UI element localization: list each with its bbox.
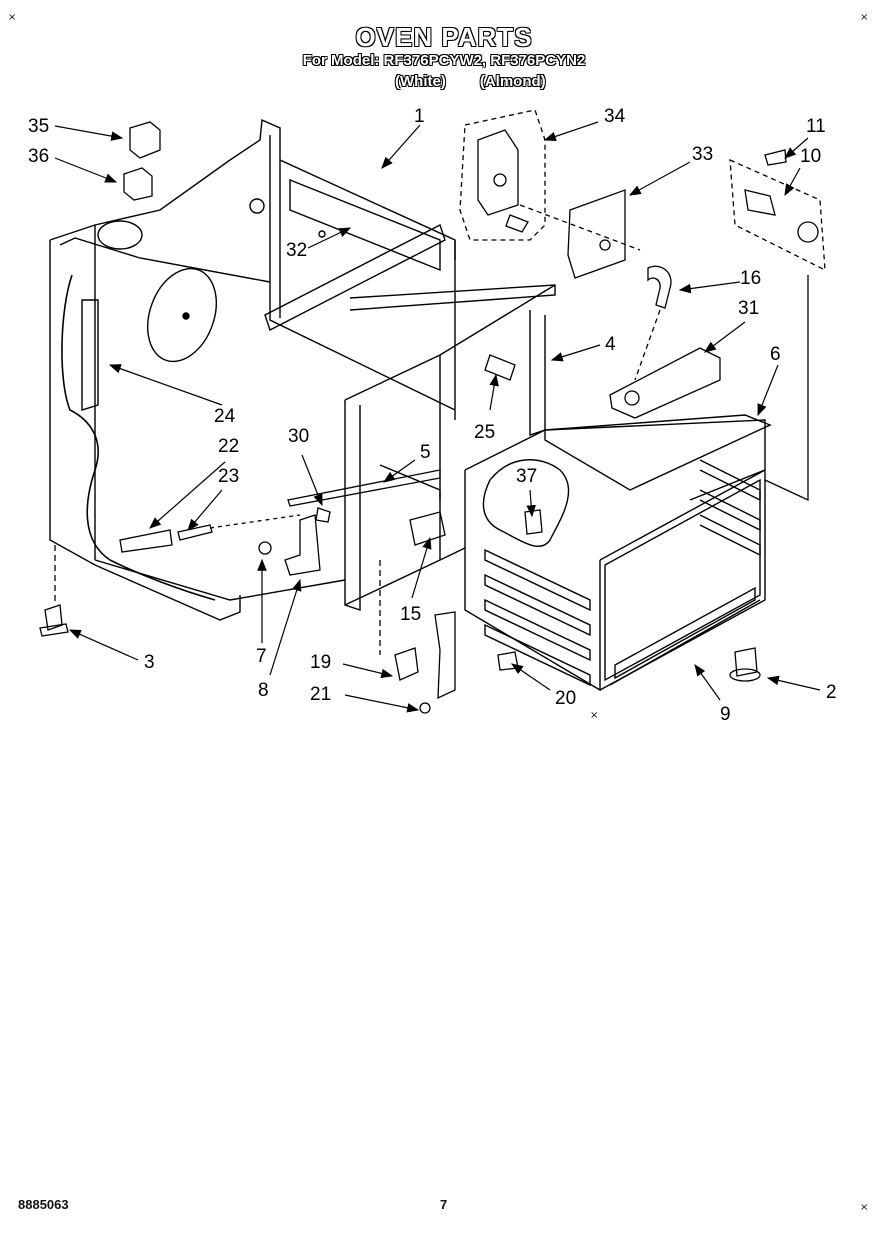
registration-mark: × — [8, 12, 17, 23]
callout-31: 31 — [738, 298, 759, 319]
cabinet-body — [49, 118, 556, 621]
callout-33: 33 — [692, 144, 713, 165]
callout-3: 3 — [144, 652, 155, 673]
callout-22: 22 — [218, 436, 239, 457]
callout-15: 15 — [400, 604, 421, 625]
callout-21: 21 — [310, 684, 331, 705]
callout-2: 2 — [826, 682, 837, 703]
callout-5: 5 — [420, 442, 431, 463]
registration-mark: × — [860, 12, 869, 23]
page-title: OVEN PARTS — [355, 22, 533, 52]
callout-4: 4 — [605, 334, 616, 355]
callout-7: 7 — [256, 646, 267, 667]
callout-36: 36 — [28, 146, 49, 167]
callout-24: 24 — [214, 406, 236, 427]
callout-16: 16 — [740, 268, 761, 289]
variant-white: (White) — [395, 73, 446, 90]
leader-arrows — [54, 121, 821, 713]
color-variants: (White) (Almond) — [395, 73, 580, 90]
callout-34: 34 — [604, 106, 626, 127]
page-number: 7 — [440, 1197, 448, 1212]
callout-20: 20 — [555, 688, 576, 709]
callout-6: 6 — [770, 344, 781, 365]
callout-37: 37 — [516, 466, 537, 487]
callout-30: 30 — [288, 426, 309, 447]
callout-9: 9 — [720, 704, 731, 725]
callout-1: 1 — [414, 106, 425, 127]
callout-35: 35 — [28, 116, 49, 137]
callout-23: 23 — [218, 466, 239, 487]
callout-labels: 1 2 3 4 5 6 7 8 9 10 11 15 16 19 20 21 2… — [28, 106, 837, 725]
model-line: For Model: RF376PCYW2, RF376PCYN2 — [302, 52, 586, 69]
lower-components — [39, 121, 761, 714]
registration-mark: × — [590, 710, 599, 721]
oven-cavity — [464, 414, 772, 692]
callout-8: 8 — [258, 680, 269, 701]
callout-25: 25 — [474, 422, 495, 443]
top-right-components — [459, 109, 826, 502]
variant-almond: (Almond) — [479, 73, 546, 90]
registration-mark: × — [860, 1202, 869, 1213]
callout-10: 10 — [800, 146, 821, 167]
callout-11: 11 — [806, 116, 826, 137]
callout-32: 32 — [286, 240, 307, 261]
document-code: 8885063 — [18, 1197, 69, 1212]
callout-19: 19 — [310, 652, 331, 673]
